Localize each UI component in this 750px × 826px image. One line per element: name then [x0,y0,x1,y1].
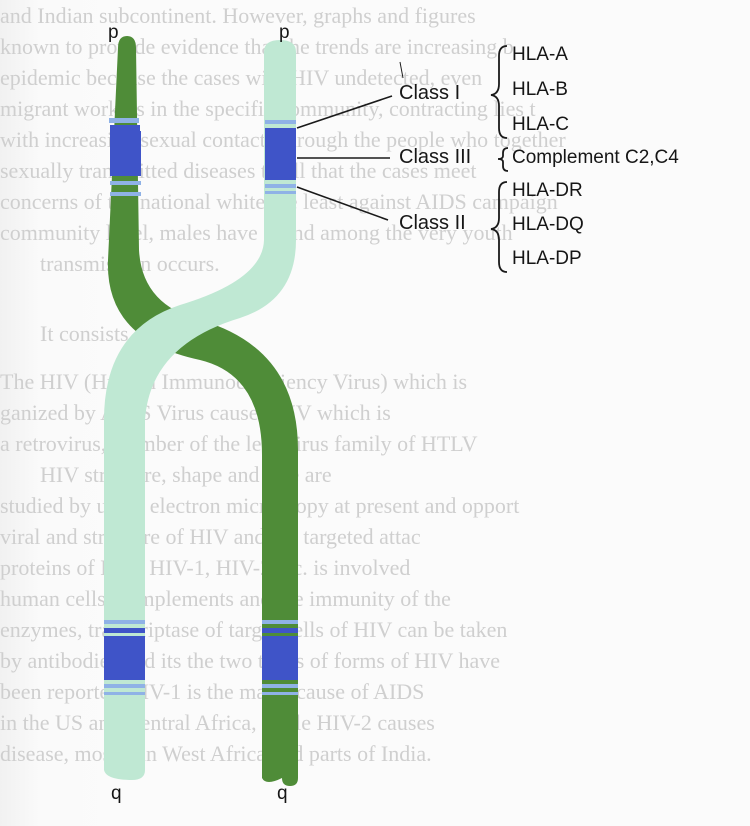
class-i-brace [491,46,507,138]
chromosome-band [262,684,298,688]
chromosome-band [104,620,145,624]
chromosome-band [265,134,296,180]
class-iii-brace [498,148,508,171]
gene-label-hla-dq: HLA-DQ [512,214,584,236]
chromosome-band [109,118,139,123]
class-iii-label: Class III [399,146,471,169]
class-i-label: Class I [399,82,460,105]
chromosome-band [262,620,298,624]
chromosome-band [104,684,145,688]
gene-label-hla-dr: HLA-DR [512,180,583,202]
chromosome-band [110,192,141,196]
chromosome-band [110,181,141,185]
chromosome-band [262,692,298,695]
gene-label-hla-b: HLA-B [512,79,568,101]
chromosome-band [104,636,145,680]
arm-label-p-right: p [279,22,290,44]
stray-mark [400,62,403,78]
chromosome-band [265,191,296,194]
chromosome-band [104,692,145,695]
arm-label-q-right: q [277,783,288,805]
gene-label-hla-c: HLA-C [512,114,569,136]
chromosome-band [265,128,296,134]
chromosome-band [262,636,298,680]
gene-label-hla-dp: HLA-DP [512,248,582,270]
class-i-pointer [297,96,392,128]
gene-label-hla-a: HLA-A [512,44,568,66]
class-ii-brace [491,182,507,272]
arm-label-p-left: p [108,22,119,44]
chromosome-band [265,120,296,124]
class-ii-pointer [297,187,388,220]
gene-label-complement: Complement C2,C4 [512,147,679,169]
chromosome-band [110,125,140,131]
class-ii-label: Class II [399,212,466,235]
chromosome-band [265,184,296,188]
chromosome-band [110,131,141,176]
chromosome-band [262,628,298,633]
arm-label-q-left: q [111,783,122,805]
chromosome-band [104,628,145,633]
